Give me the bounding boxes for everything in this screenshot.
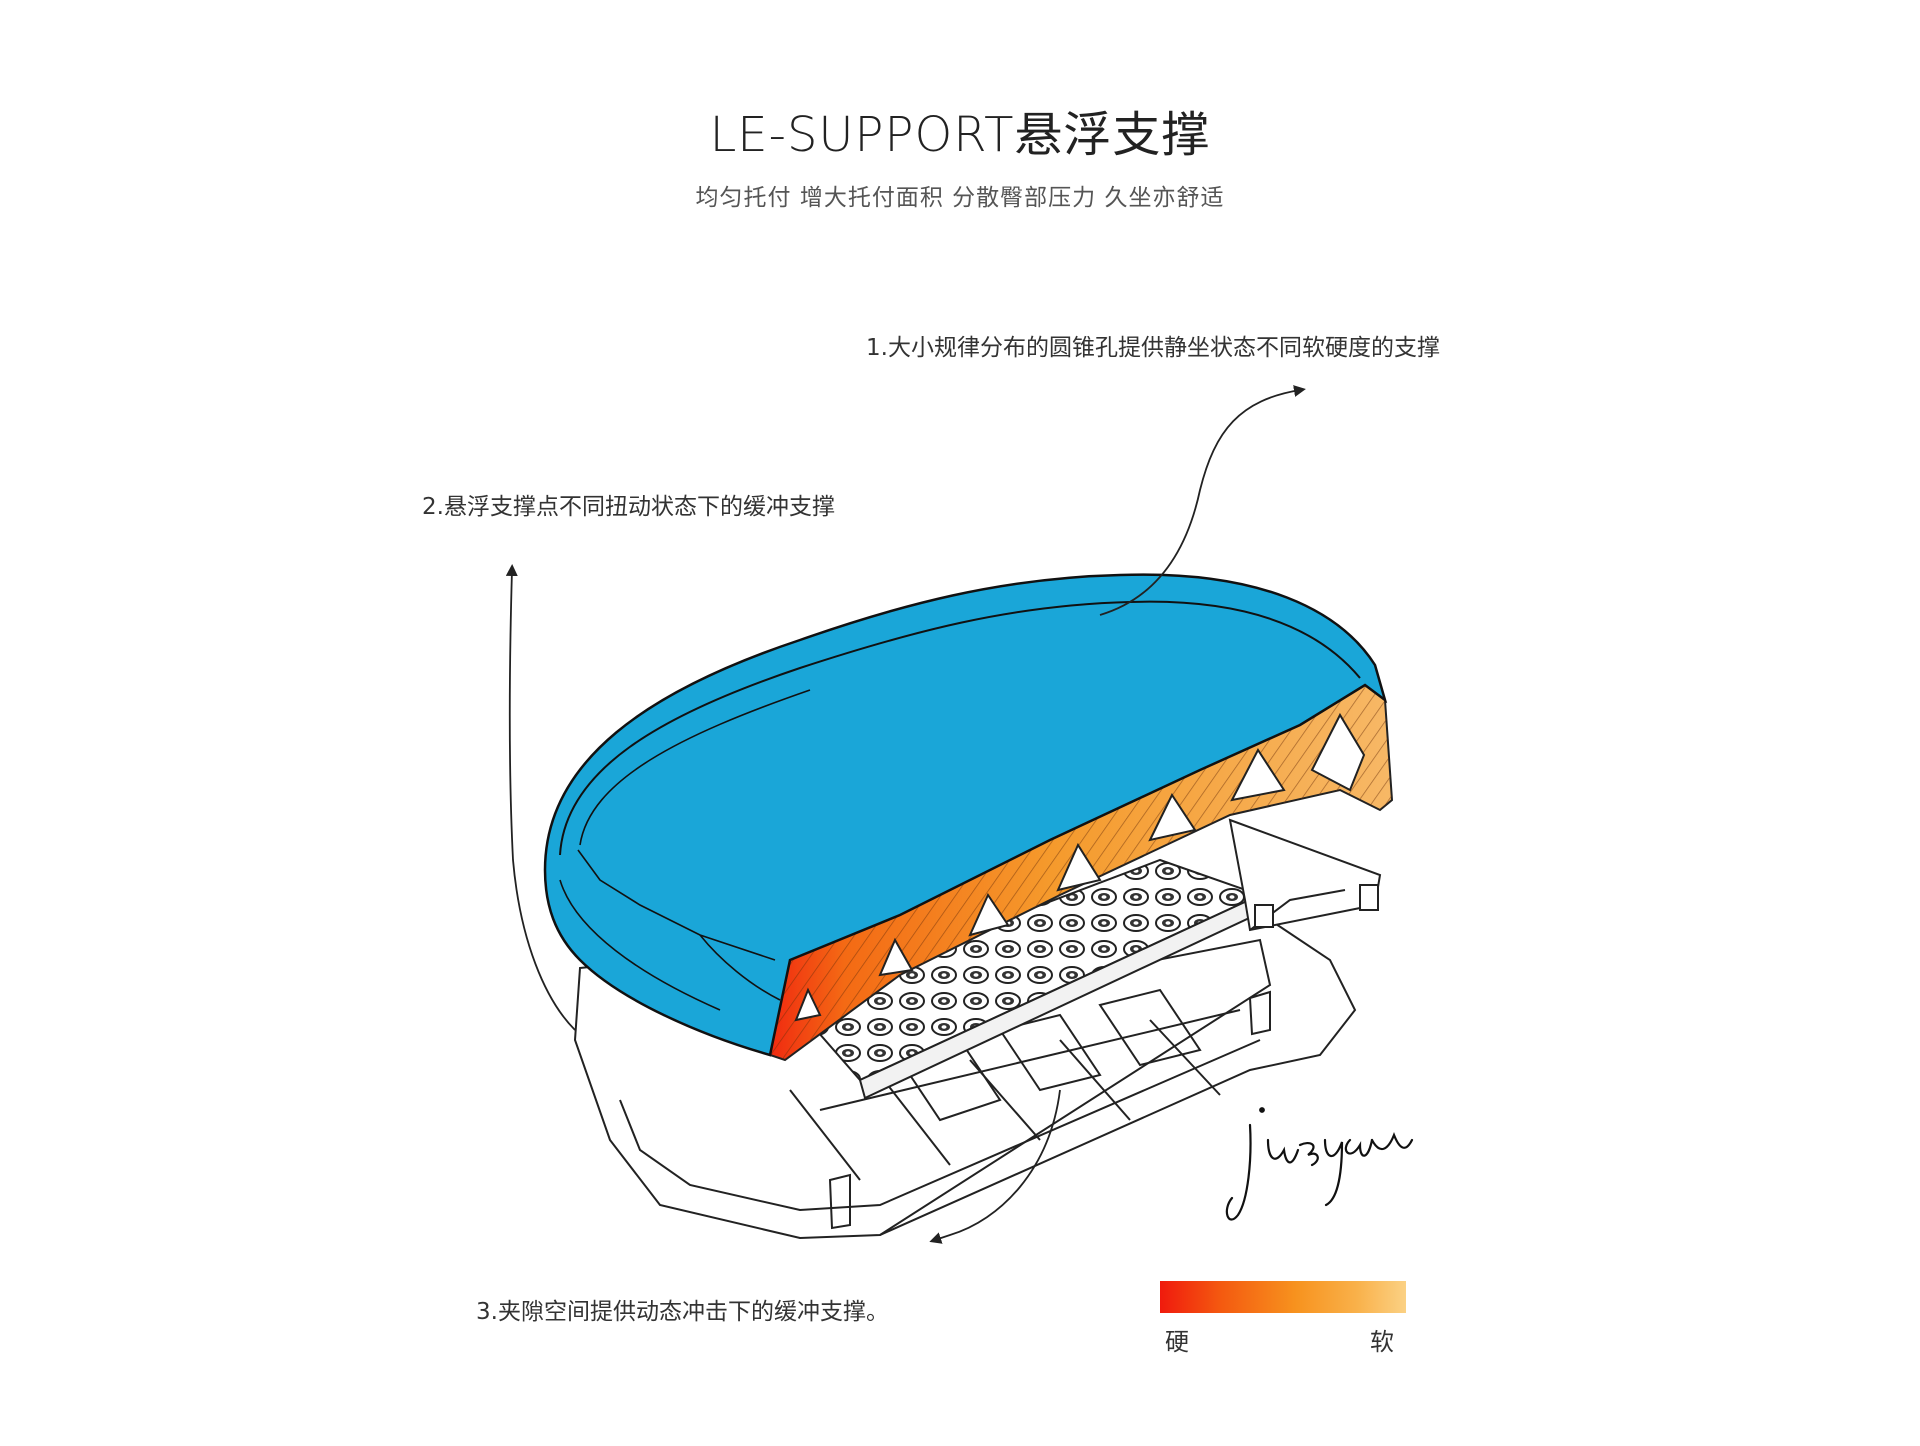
legend-hard-label: 硬 <box>1165 1328 1189 1356</box>
page-title: LE-SUPPORT悬浮支撑 <box>709 107 1211 163</box>
callout-1-arrow <box>1099 385 1306 616</box>
designer-signature <box>1225 1107 1414 1221</box>
hardness-gradient-bar <box>1160 1281 1406 1313</box>
page-subtitle: 均匀托付 增大托付面积 分散臀部压力 久坐亦舒适 <box>695 185 1225 211</box>
cushion-foam-section <box>768 683 1394 1062</box>
callout-1-label: 1.大小规律分布的圆锥孔提供静坐状态不同软硬度的支撑 <box>866 335 1440 361</box>
callout-2-label: 2.悬浮支撑点不同扭动状态下的缓冲支撑 <box>422 494 835 520</box>
callout-3-label: 3.夹隙空间提供动态冲击下的缓冲支撑。 <box>476 1299 889 1325</box>
cushion-top <box>543 573 1388 1057</box>
legend-soft-label: 软 <box>1370 1328 1394 1356</box>
suspension-rail <box>1228 818 1382 932</box>
callout-3-arrow <box>929 1089 1061 1244</box>
callout-2-arrow <box>505 564 576 1031</box>
